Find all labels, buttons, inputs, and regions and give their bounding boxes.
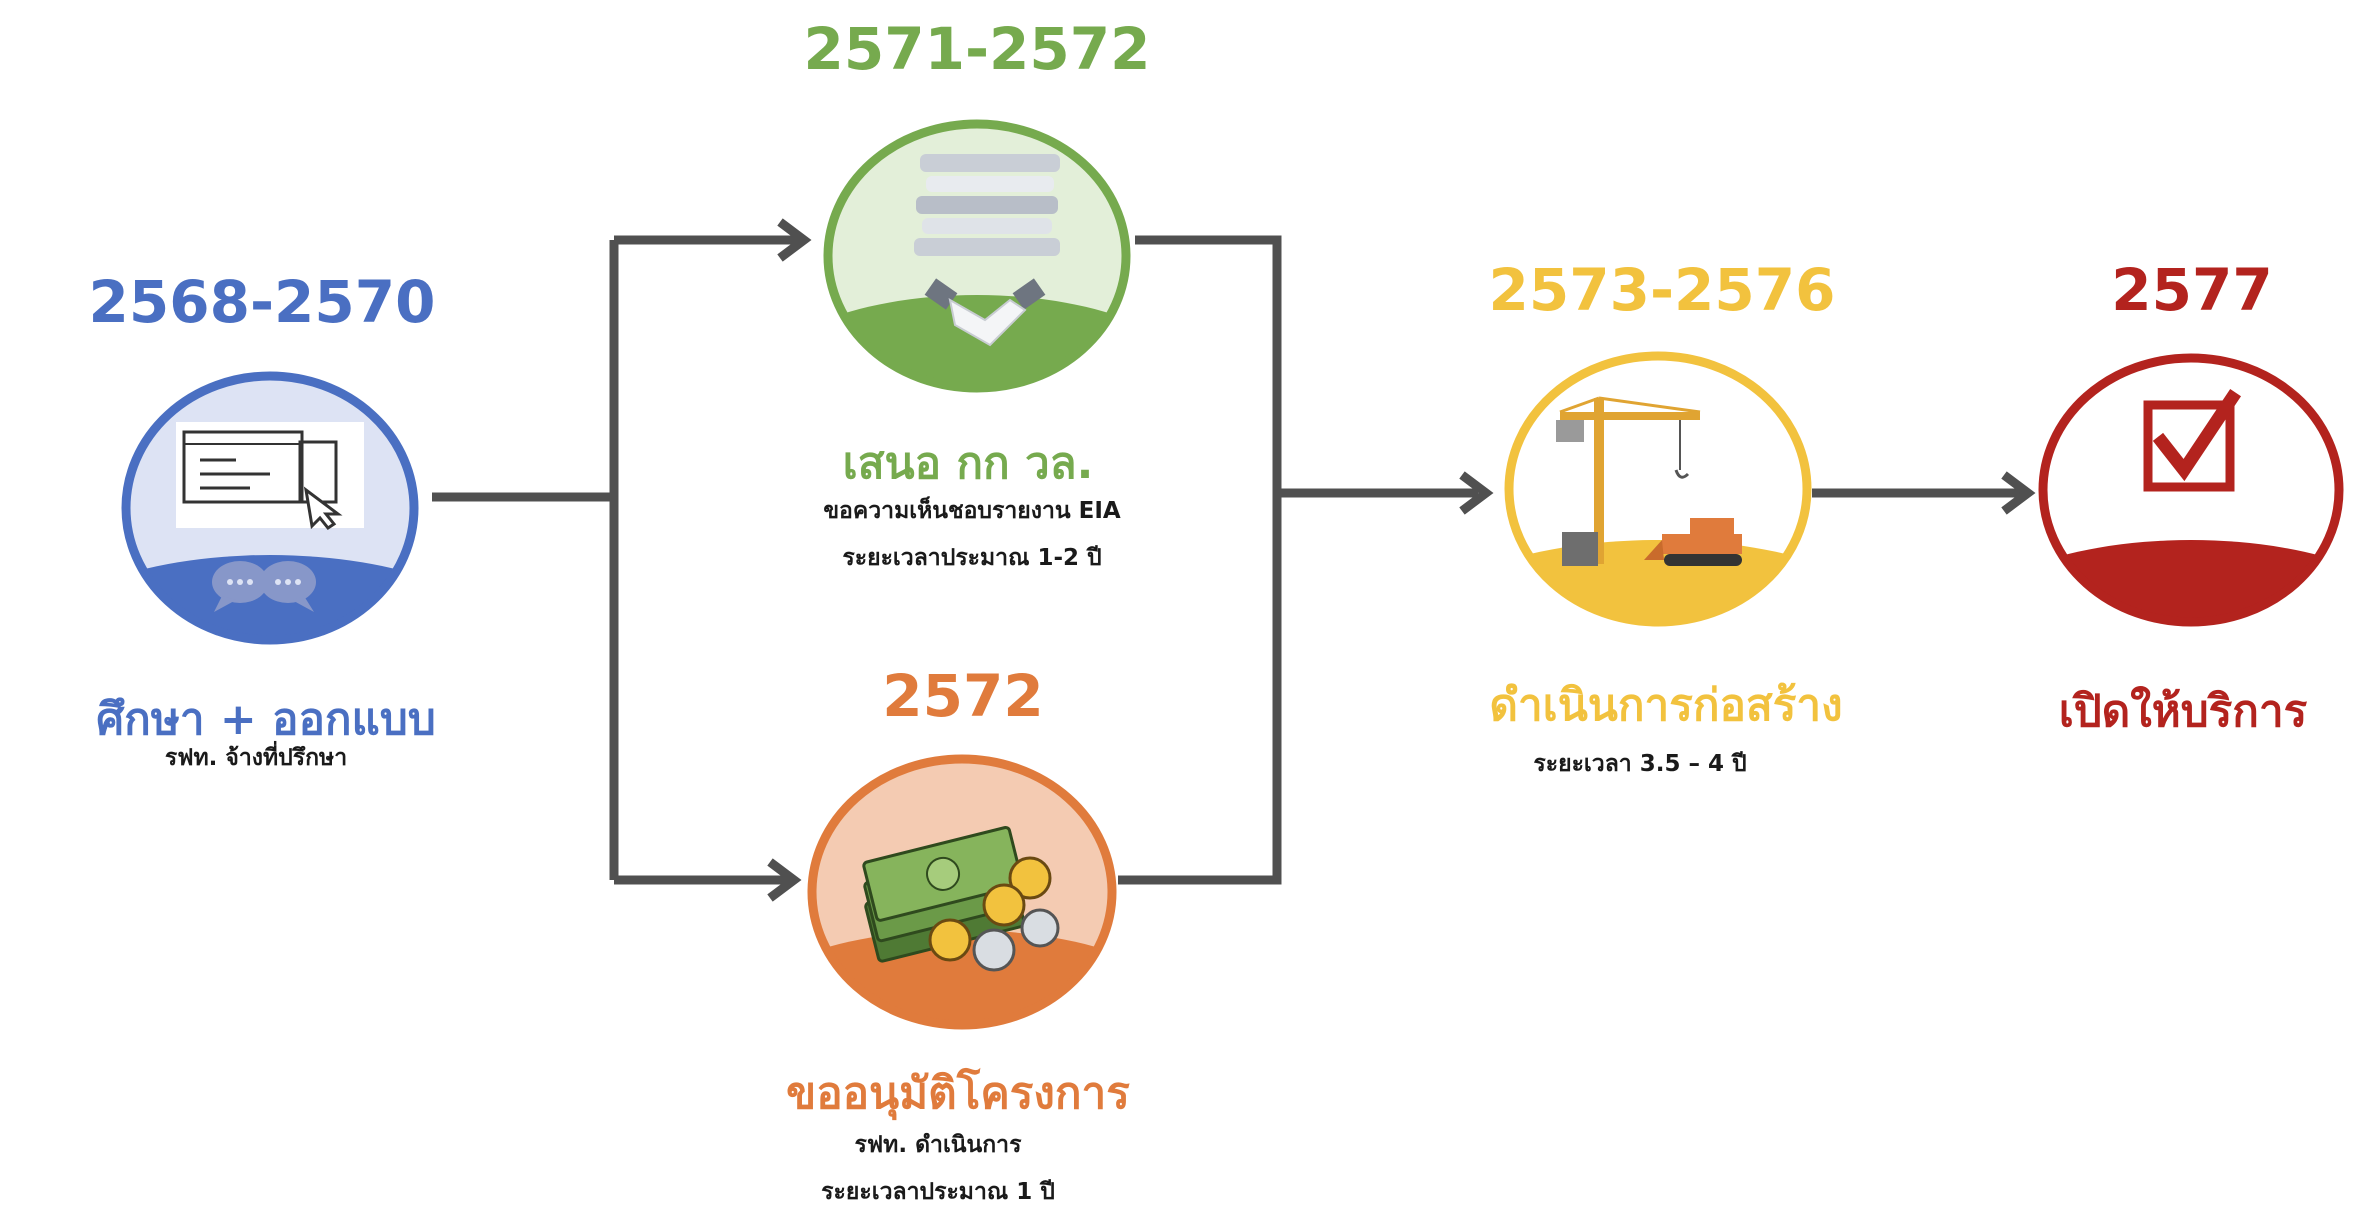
construct-title: ดำเนินการก่อสร้าง: [1489, 680, 1843, 731]
approve-note-2: ระยะเวลาประมาณ 1 ปี: [821, 1179, 1055, 1205]
arrowhead-to-eia: [777, 218, 812, 262]
computer-window-icon: [176, 422, 364, 531]
study-note: รฟท. จ้างที่ปรึกษา: [164, 745, 348, 771]
eia-year: 2571-2572: [803, 15, 1151, 83]
eia-note-2: ระยะเวลาประมาณ 1-2 ปี: [842, 545, 1102, 571]
money-coins-icon: [862, 826, 1060, 972]
connectors: [432, 218, 2036, 902]
service-title: เปิดให้บริการ: [2058, 686, 2308, 737]
service-year: 2577: [2111, 256, 2273, 324]
construct-year: 2573-2576: [1488, 256, 1836, 324]
study-circle-ring: [121, 371, 419, 645]
connector-eia-out: [1118, 235, 1282, 885]
approve-title: ขออนุมัติโครงการ: [786, 1068, 1130, 1119]
approve-year: 2572: [882, 662, 1044, 730]
construct-circle-ring: [1504, 351, 1812, 627]
handshake-icon: [924, 278, 1046, 347]
construct-note: ระยะเวลา 3.5 – 4 ปี: [1533, 751, 1747, 777]
eia-note-1: ขอความเห็นชอบรายงาน EIA: [823, 498, 1121, 524]
construction-crane-icon: [1556, 396, 1742, 566]
stage-eia-node: [823, 119, 1131, 393]
study-year: 2568-2570: [88, 268, 436, 336]
approve-note-1: รฟท. ดำเนินการ: [854, 1132, 1022, 1158]
documents-stack-icon: [914, 154, 1060, 256]
arrowhead-to-service: [2001, 471, 2036, 515]
eia-title: เสนอ กก วล.: [842, 438, 1094, 489]
arrowhead-to-approve: [767, 858, 802, 902]
chat-bubbles-icon: [212, 561, 316, 612]
arrowhead-to-construct: [1459, 471, 1494, 515]
checkbox-icon: [2143, 388, 2242, 492]
study-title: ศึกษา + ออกแบบ: [96, 694, 436, 745]
eia-circle-ring: [823, 119, 1131, 393]
approve-circle-ring: [807, 754, 1117, 1030]
service-circle-ring: [2038, 353, 2344, 627]
